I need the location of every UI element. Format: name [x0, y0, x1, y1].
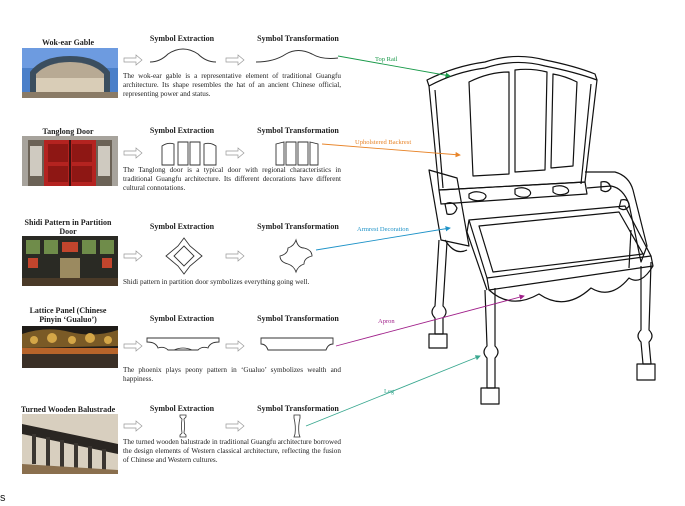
- label-upholstered-backrest: Upholstered Backrest: [355, 139, 412, 146]
- wok-ear-transformation-symbol: [255, 50, 339, 63]
- balustrade-description: The turned wooden balustrade in traditio…: [123, 438, 341, 464]
- wok-ear-extraction-symbol: [149, 48, 217, 63]
- chair-drawing: [426, 55, 656, 405]
- shidi-extraction-symbol: [165, 237, 203, 275]
- transformation-title-4: Symbol Transformation: [257, 314, 339, 323]
- lattice-panel-description: The phoenix plays peony pattern in ‘Gual…: [123, 366, 341, 383]
- wok-ear-gable-photo: [22, 48, 118, 98]
- balustrade-transformation-symbol: [293, 414, 301, 438]
- shidi-pattern-photo: [22, 236, 118, 286]
- transformation-title-1: Symbol Transformation: [257, 34, 339, 43]
- armrest-pointer: [315, 226, 451, 251]
- label-armrest-decoration: Armrest Decoration: [357, 226, 409, 233]
- transformation-title-5: Symbol Transformation: [257, 404, 339, 413]
- tanglong-transformation-symbol: [275, 141, 319, 166]
- transformation-title-2: Symbol Transformation: [257, 126, 339, 135]
- shidi-transformation-symbol: [279, 238, 313, 274]
- label-leg: Leg: [384, 388, 395, 395]
- extraction-title-5: Symbol Extraction: [149, 404, 215, 413]
- lattice-panel-title: Lattice Panel (Chinese Pinyin ‘Gualuo’): [29, 306, 107, 324]
- label-apron: Apron: [378, 318, 395, 325]
- wok-ear-gable-description: The wok-ear gable is a representative el…: [123, 72, 341, 98]
- balustrade-photo: [22, 414, 118, 474]
- lattice-transformation-symbol: [260, 337, 334, 351]
- leg-pointer: [305, 355, 481, 427]
- label-top-rail: Top Rail: [375, 56, 398, 63]
- extraction-title-2: Symbol Extraction: [149, 126, 215, 135]
- tanglong-door-photo: [22, 136, 118, 186]
- lattice-panel-photo: [22, 326, 118, 376]
- shidi-pattern-title: Shidi Pattern in Partition Door: [24, 218, 112, 236]
- wok-ear-gable-title: Wok-ear Gable: [41, 38, 95, 47]
- extraction-title-3: Symbol Extraction: [149, 222, 215, 231]
- shidi-pattern-description: Shidi pattern in partition door symboliz…: [123, 278, 310, 286]
- top-rail-pointer: [337, 55, 451, 78]
- tanglong-door-title: Tanglong Door: [42, 127, 94, 136]
- transformation-title-3: Symbol Transformation: [257, 222, 339, 231]
- balustrade-extraction-symbol: [179, 414, 187, 438]
- extraction-title-4: Symbol Extraction: [149, 314, 215, 323]
- corner-mark: s: [0, 492, 6, 504]
- backrest-pointer: [321, 143, 461, 158]
- tanglong-extraction-symbol: [161, 141, 217, 166]
- tanglong-door-description: The Tanglong door is a typical door with…: [123, 166, 341, 192]
- apron-pointer: [335, 294, 525, 347]
- extraction-title-1: Symbol Extraction: [149, 34, 215, 43]
- lattice-extraction-symbol: [146, 337, 220, 351]
- balustrade-title: Turned Wooden Balustrade: [20, 405, 116, 414]
